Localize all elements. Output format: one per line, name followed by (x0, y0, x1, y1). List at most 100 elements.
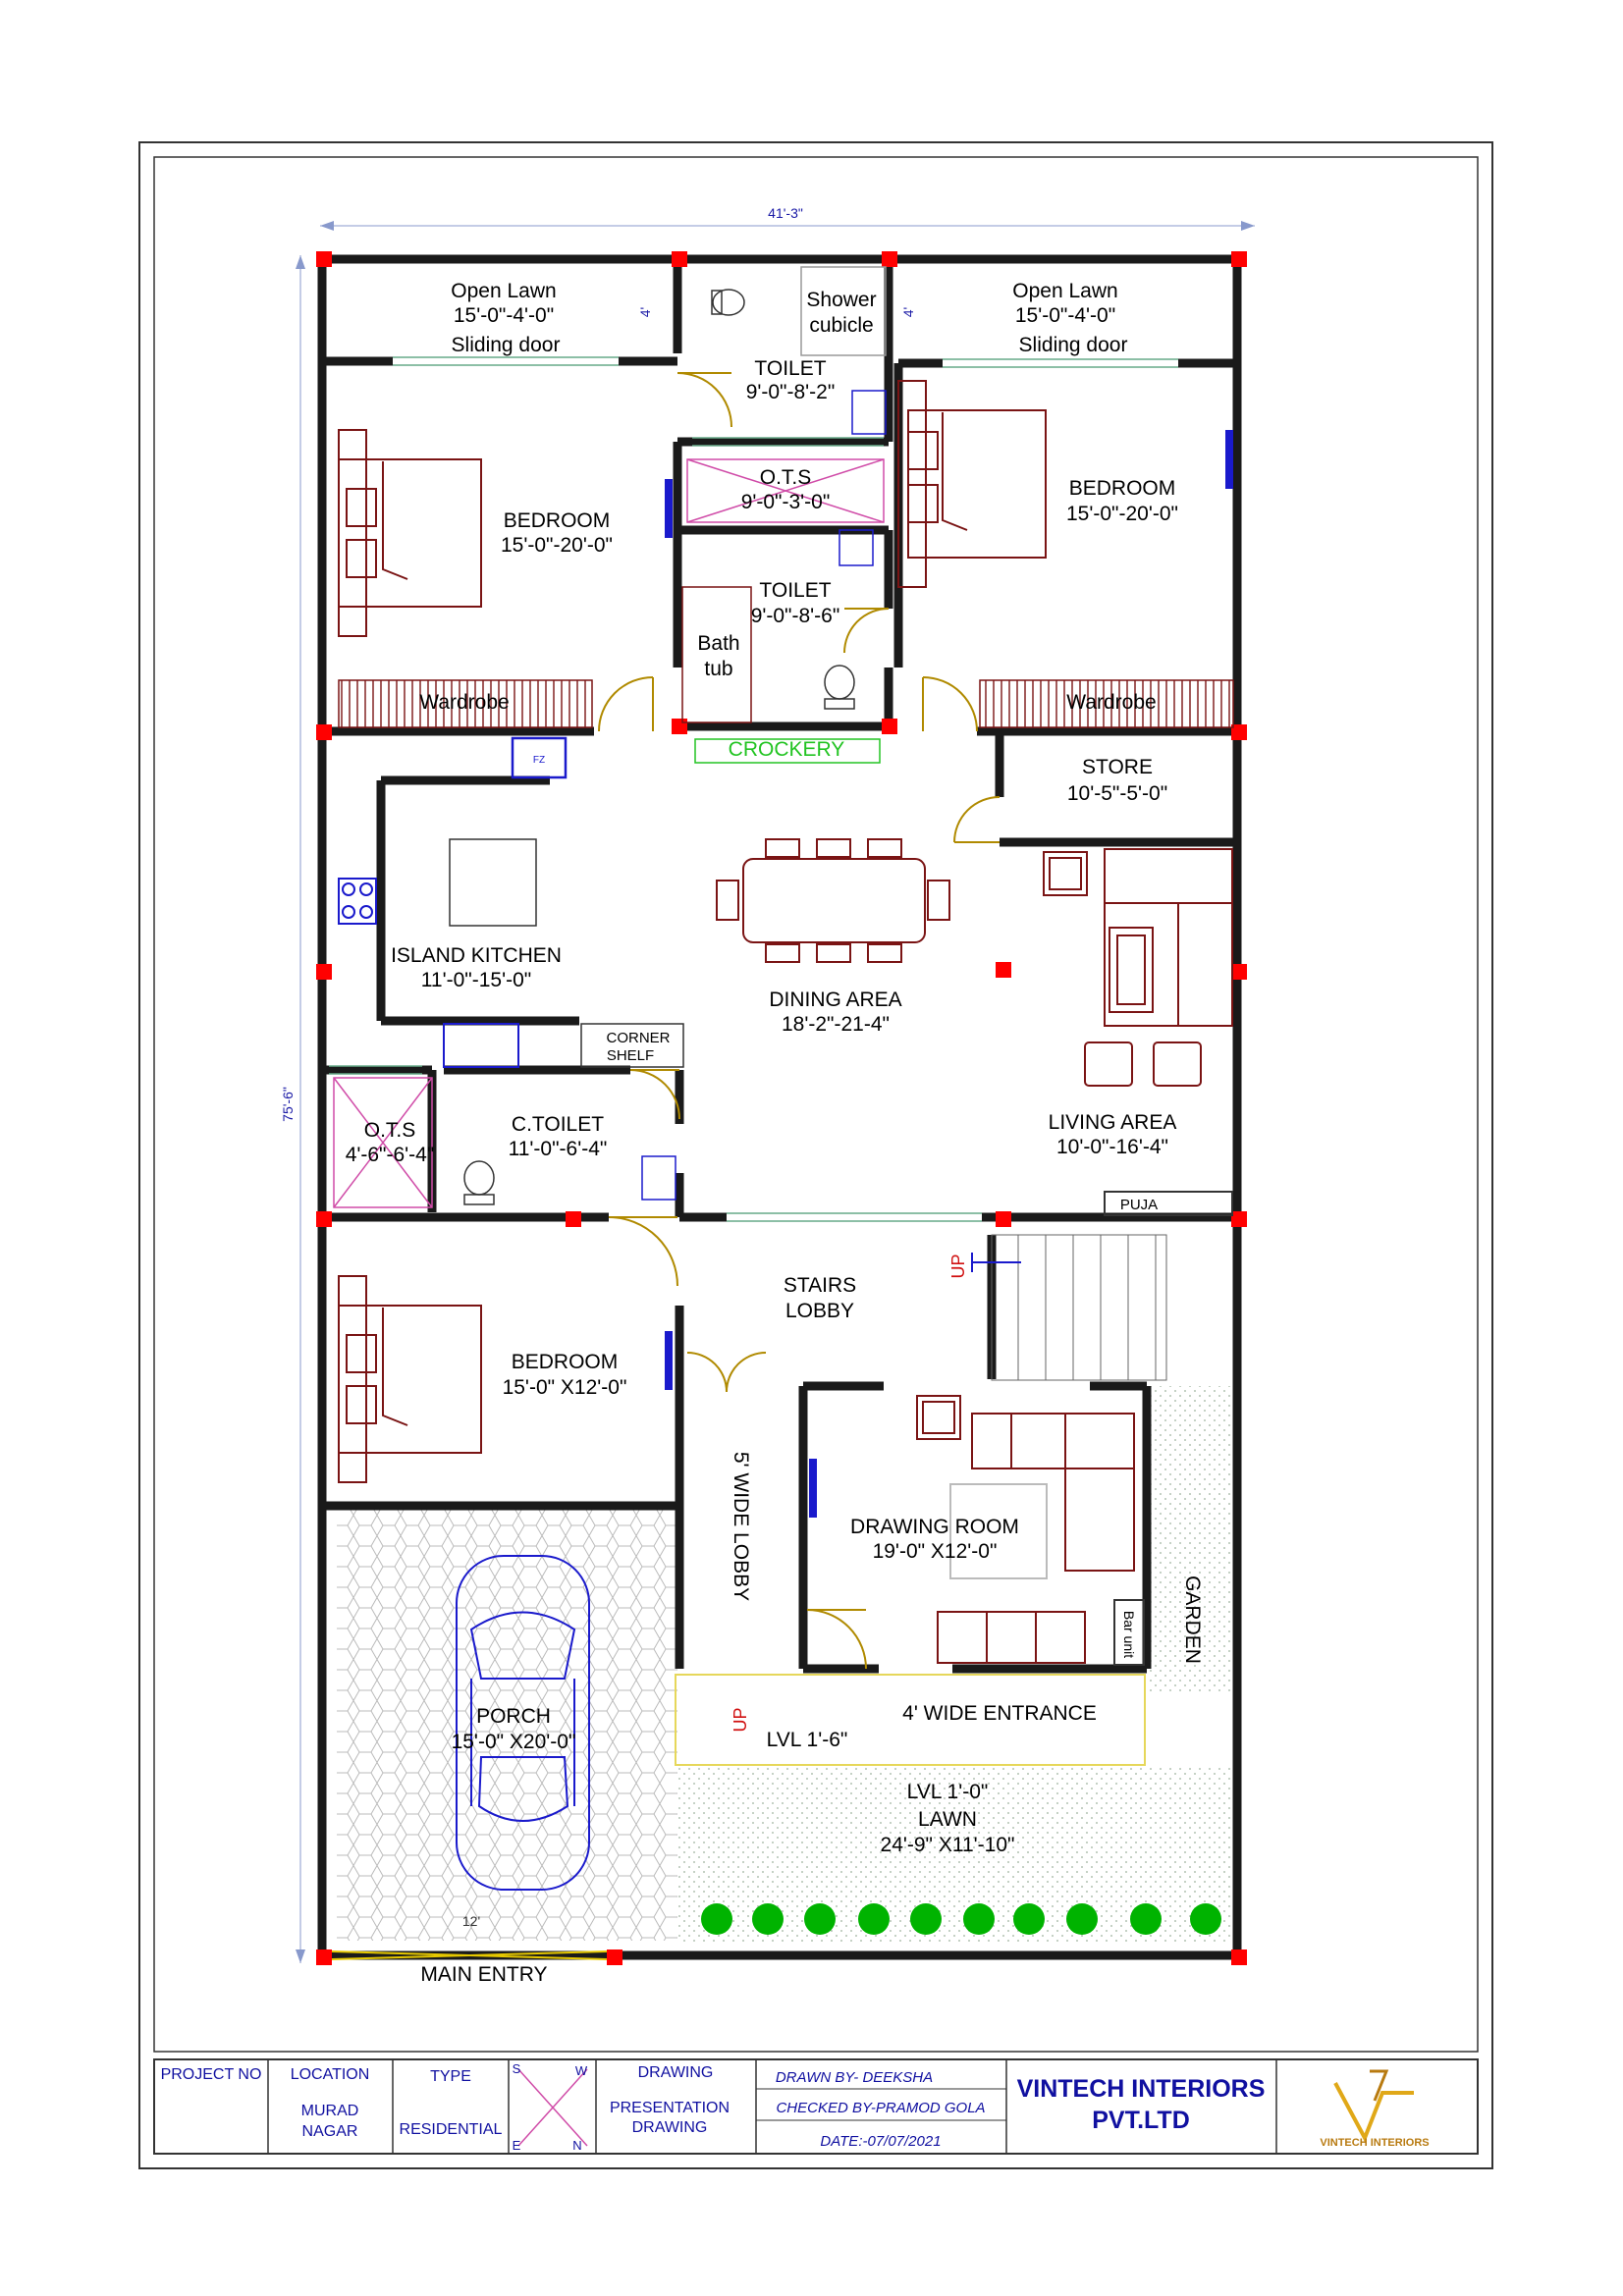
entrance-level: LVL 1'-6" (767, 1729, 848, 1751)
entrance-up-label: UP (730, 1707, 750, 1732)
compass-n: N (572, 2138, 581, 2153)
compass-w: W (575, 2063, 588, 2078)
open-lawn-left-depth: 4' (637, 307, 653, 317)
ots-top-cross (686, 458, 885, 523)
dining-size: 18'-2"-21-4" (782, 1013, 890, 1036)
open-lawn-right-label: Open Lawn (1012, 280, 1117, 302)
tv-units (665, 430, 1233, 1518)
fridge-label: FZ (533, 755, 545, 766)
entrance-path (675, 1674, 1146, 1766)
bedroom-top-left-size: 15'-0"-20'-0" (501, 534, 613, 557)
bed-top-left (338, 429, 482, 637)
bedroom-top-right-size: 15'-0"-20'-0" (1066, 503, 1178, 525)
company-name-2: PVT.LTD (1092, 2107, 1190, 2134)
title-block: PROJECT NO LOCATION MURAD NAGAR TYPE RES… (153, 2058, 1479, 2155)
bath-tub-label-2: tub (704, 658, 732, 680)
kitchen-fixtures (338, 736, 881, 1068)
c-toilet-size: 11'-0"-6'-4" (509, 1138, 608, 1160)
exterior-walls (317, 254, 1242, 1960)
type-label: TYPE (430, 2068, 471, 2085)
sheet-outer-border (138, 141, 1493, 2169)
open-lawn-left-size: 15'-0"-4'-0" (454, 304, 554, 327)
wardrobe-left-label: Wardrobe (419, 691, 509, 714)
location-value-2: NAGAR (302, 2123, 358, 2140)
bar-unit-label: Bar unit (1121, 1611, 1137, 1658)
dining-label: DINING AREA (769, 988, 901, 1011)
open-lawn-right-depth: 4' (900, 307, 916, 317)
lawn-size: 24'-9" X11'-10" (881, 1834, 1015, 1856)
stairs-up-label: UP (948, 1254, 968, 1278)
dining-table (716, 838, 950, 963)
doors (598, 372, 1001, 1670)
kitchen-label: ISLAND KITCHEN (391, 944, 562, 967)
bath-tub-label: Bath (697, 632, 739, 655)
crockery-label: CROCKERY (729, 738, 845, 761)
ots-left-size: 4'-6"-6'-4" (346, 1144, 435, 1166)
drawing-room-size: 19'-0" X12'-0" (873, 1540, 998, 1563)
depth-dimension: 75'-6" (280, 255, 305, 1963)
location-label: LOCATION (291, 2066, 370, 2083)
garden-area (1147, 1386, 1237, 1692)
car-symbol (456, 1555, 590, 1891)
location-value-1: MURAD (301, 2103, 359, 2119)
open-lawn-right-size: 15'-0"-4'-0" (1015, 304, 1115, 327)
store-label: STORE (1082, 756, 1153, 778)
checked-by: CHECKED BY-PRAMOD GOLA (776, 2100, 985, 2116)
width-dimension-label: 41'-3" (768, 205, 803, 221)
structural-columns (316, 251, 1247, 1965)
entrance-label: 4' WIDE ENTRANCE (902, 1702, 1097, 1725)
drawing-furniture (916, 1395, 1145, 1666)
wardrobe-right-label: Wardrobe (1066, 691, 1156, 714)
shower-label: Shower (806, 289, 876, 311)
living-furniture (1043, 848, 1233, 1216)
stairs-lobby-label-2: LOBBY (785, 1300, 854, 1322)
stairs-lobby-label: STAIRS (784, 1274, 856, 1297)
ots-left-cross (333, 1077, 433, 1208)
porch-size: 15'-0" X20'-0" (452, 1731, 576, 1753)
windows (329, 356, 1178, 1222)
ots-top-label: O.T.S (760, 466, 812, 489)
bed-top-right (897, 380, 1047, 588)
porch-width-label: 12' (462, 1913, 480, 1929)
main-entry-label: MAIN ENTRY (420, 1963, 547, 1986)
living-label: LIVING AREA (1049, 1111, 1177, 1134)
depth-dimension-label: 75'-6" (280, 1087, 296, 1122)
drawing-label: DRAWING (638, 2064, 714, 2081)
living-size: 10'-0"-16'-4" (1056, 1136, 1168, 1158)
toilet-mid-size: 9'-0"-8'-6" (751, 605, 840, 627)
drawing-value-1: PRESENTATION (610, 2100, 730, 2116)
bedroom-bottom-label: BEDROOM (512, 1351, 619, 1373)
corner-shelf-label-2: SHELF (607, 1047, 654, 1064)
sliding-door-right-label: Sliding door (1019, 334, 1128, 356)
room-labels: Open Lawn 15'-0"-4'-0" Sliding door 4' O… (346, 280, 1204, 1986)
drawing-room-label: DRAWING ROOM (850, 1516, 1019, 1538)
dining-column (996, 962, 1011, 978)
bedroom-top-right-label: BEDROOM (1069, 477, 1176, 500)
bed-bottom (338, 1275, 482, 1483)
sheet-inner-border (153, 156, 1479, 2053)
drawn-by: DRAWN BY- DEEKSHA (776, 2069, 933, 2086)
lawn-level: LVL 1'-0" (907, 1781, 989, 1803)
company-logo: VINTECH INTERIORS (1320, 2069, 1430, 2149)
kitchen-size: 11'-0"-15'-0" (421, 969, 531, 991)
bedroom-top-left-label: BEDROOM (504, 509, 611, 532)
porch-paving (337, 1506, 677, 1941)
toilet-mid-label: TOILET (759, 579, 831, 602)
toilet-fixtures (463, 266, 887, 1205)
wardrobe-left-shelf (338, 679, 593, 728)
compass-e: E (513, 2138, 521, 2153)
type-value: RESIDENTIAL (400, 2121, 503, 2138)
lobby-label: 5' WIDE LOBBY (730, 1452, 752, 1601)
main-entry-gate (331, 1950, 608, 1960)
ots-top-size: 9'-0"-3'-0" (741, 491, 831, 513)
sliding-door-left-label: Sliding door (452, 334, 561, 356)
wardrobe-right-shelf (979, 679, 1234, 728)
project-no-label: PROJECT NO (161, 2066, 262, 2083)
store-size: 10'-5"-5'-0" (1067, 782, 1167, 805)
lawn-trees (701, 1903, 1221, 1935)
open-lawn-left-label: Open Lawn (451, 280, 556, 302)
porch-label: PORCH (476, 1705, 551, 1728)
corner-shelf-label: CORNER (606, 1030, 670, 1046)
garden-label: GARDEN (1181, 1575, 1204, 1664)
